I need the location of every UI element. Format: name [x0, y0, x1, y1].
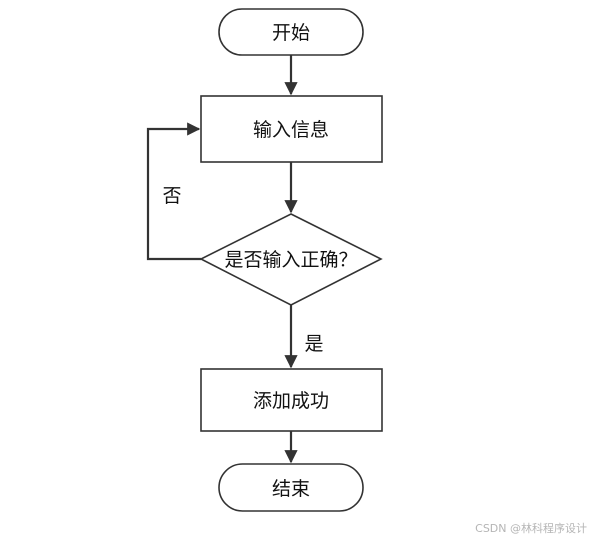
end-node: 结束 — [218, 463, 364, 512]
input-info-label: 输入信息 — [253, 119, 329, 141]
edge-no-loop-back — [146, 122, 201, 261]
yes-edge-label: 是 — [304, 333, 323, 355]
add-success-node: 添加成功 — [200, 368, 383, 432]
no-edge-label: 否 — [162, 185, 181, 207]
check-input-decision: 是否输入正确？ — [199, 213, 383, 306]
check-input-label: 是否输入正确？ — [224, 249, 357, 271]
end-node-label: 结束 — [272, 478, 310, 500]
watermark-text: CSDN @林科程序设计 — [475, 521, 587, 535]
add-success-label: 添加成功 — [253, 390, 329, 412]
start-node: 开始 — [218, 8, 364, 56]
start-node-label: 开始 — [272, 22, 310, 44]
input-info-node: 输入信息 — [200, 95, 383, 163]
